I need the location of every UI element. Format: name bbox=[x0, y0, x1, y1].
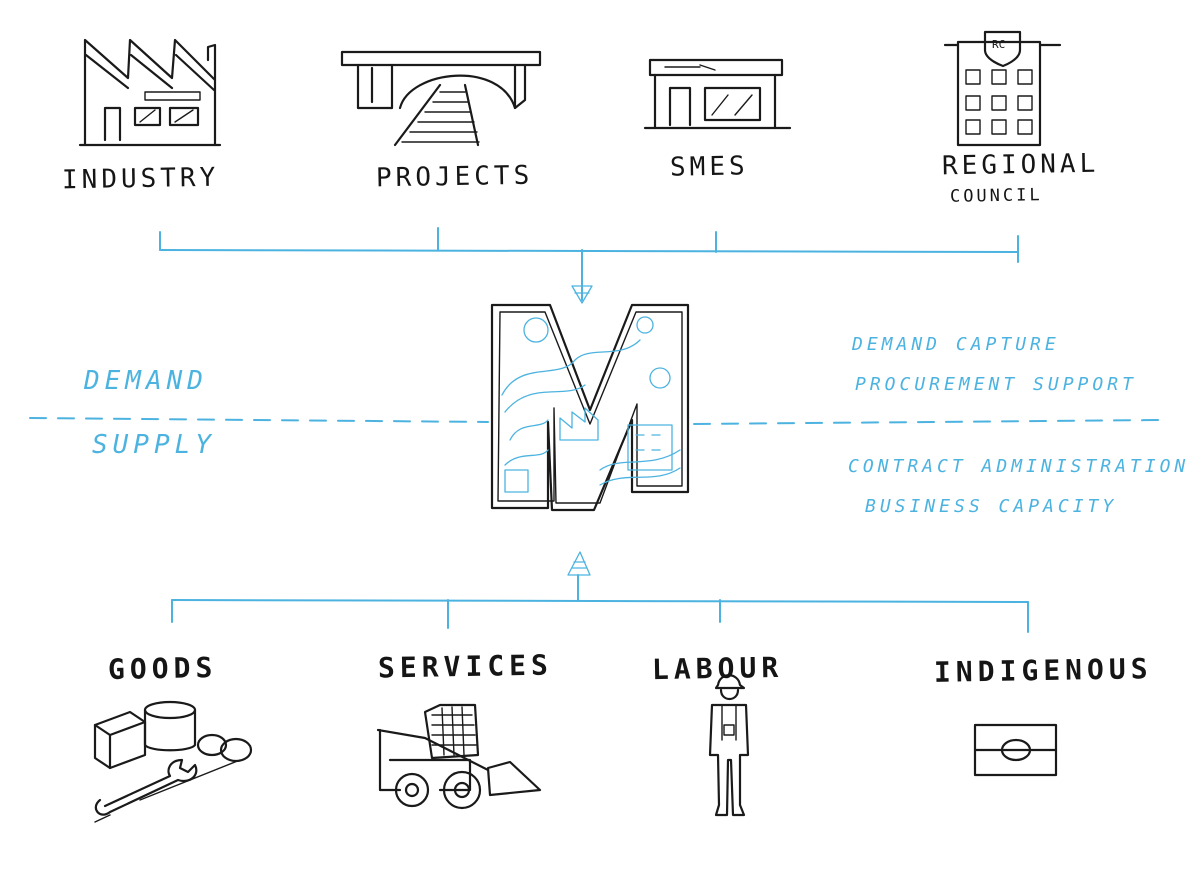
worker-icon bbox=[708, 674, 750, 817]
council-badge-text: RC bbox=[992, 38, 1006, 51]
council-label: COUNCIL bbox=[949, 185, 1043, 207]
shop-icon bbox=[643, 58, 792, 130]
service-demand-capture: DEMAND CAPTURE bbox=[852, 334, 1060, 355]
supply-axis-label: SUPPLY bbox=[92, 430, 216, 460]
service-contract-administration: CONTRACT ADMINISTRATION bbox=[848, 456, 1190, 477]
council-building-icon bbox=[943, 30, 1062, 147]
demand-supply-divider bbox=[29, 417, 1166, 425]
bridge-rail-icon bbox=[340, 50, 542, 147]
indigenous-label: INDIGENOUS bbox=[933, 652, 1153, 689]
service-business-capacity: BUSINESS CAPACITY bbox=[865, 496, 1118, 517]
services-label: SERVICES bbox=[377, 648, 554, 685]
industry-label: INDUSTRY bbox=[61, 162, 220, 196]
smes-label: SMES bbox=[669, 151, 749, 183]
hub-letter-text: M bbox=[560, 400, 561, 401]
goods-icon bbox=[93, 700, 253, 823]
demand-connector bbox=[159, 227, 1019, 304]
factory-icon bbox=[78, 38, 222, 147]
regional-label: REGIONAL bbox=[941, 148, 1100, 182]
skid-steer-icon bbox=[376, 703, 542, 810]
projects-label: PROJECTS bbox=[375, 160, 534, 194]
service-procurement-support: PROCUREMENT SUPPORT bbox=[855, 374, 1137, 395]
supply-connector bbox=[171, 551, 1029, 633]
indigenous-flag-icon bbox=[973, 723, 1058, 777]
demand-axis-label: DEMAND bbox=[84, 366, 208, 396]
hub-m-icon bbox=[490, 303, 690, 512]
goods-label: GOODS bbox=[107, 651, 218, 686]
labour-label: LABOUR bbox=[651, 650, 784, 687]
